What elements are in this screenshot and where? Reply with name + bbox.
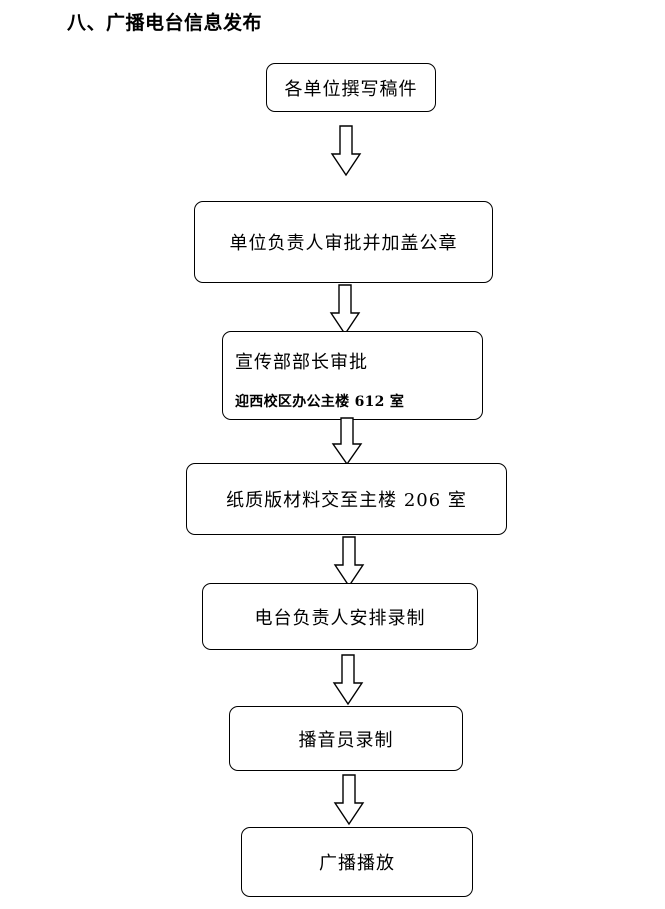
step-box-propaganda-approval: 宣传部部长审批 迎西校区办公主楼 612 室 bbox=[222, 331, 483, 420]
step-box-unit-approval: 单位负责人审批并加盖公章 bbox=[194, 201, 493, 283]
flow-arrow-down-icon bbox=[333, 536, 365, 588]
step-label: 电台负责人安排录制 bbox=[254, 607, 426, 629]
step-label: 单位负责人审批并加盖公章 bbox=[229, 233, 458, 254]
flow-arrow-down-icon bbox=[331, 417, 363, 466]
step-box-write-manuscript: 各单位撰写稿件 bbox=[266, 63, 436, 112]
step-label: 纸质版材料交至主楼 206 室 bbox=[226, 490, 467, 511]
flow-arrow-down-icon bbox=[329, 284, 361, 336]
flow-arrow-down-icon bbox=[330, 125, 362, 177]
flow-arrow-down-icon bbox=[333, 774, 365, 826]
step-label: 广播播放 bbox=[319, 853, 395, 874]
step-label: 播音员录制 bbox=[298, 729, 394, 751]
section-heading: 八、广播电台信息发布 bbox=[67, 12, 263, 34]
step-label: 宣传部部长审批 bbox=[235, 352, 368, 373]
flow-arrow-down-icon bbox=[332, 654, 364, 706]
step-location-note: 迎西校区办公主楼 612 室 bbox=[235, 394, 405, 410]
step-label: 各单位撰写稿件 bbox=[284, 78, 418, 100]
step-box-broadcast: 广播播放 bbox=[241, 827, 473, 897]
step-box-arrange-recording: 电台负责人安排录制 bbox=[202, 583, 478, 650]
step-box-submit-paper-materials: 纸质版材料交至主楼 206 室 bbox=[186, 463, 507, 535]
step-box-announcer-recording: 播音员录制 bbox=[229, 706, 463, 771]
